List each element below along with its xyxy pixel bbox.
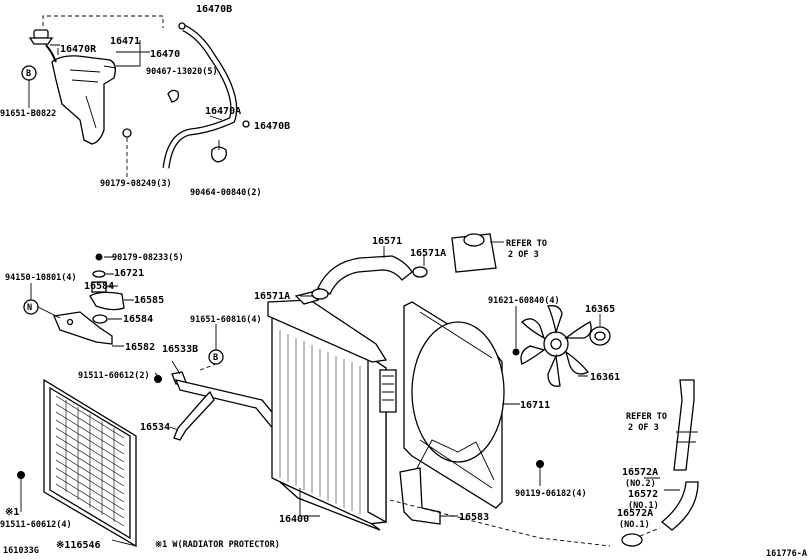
radiator-assembly <box>267 291 397 531</box>
label-refer-top-2: 2 OF 3 <box>508 250 539 260</box>
label-16721: 16721 <box>114 268 144 279</box>
fluid-coupling-16365 <box>589 326 611 346</box>
label-16572: 16572 <box>628 489 658 500</box>
label-16470a: 16470A <box>205 106 241 117</box>
fan-shroud <box>403 301 520 509</box>
figure-id: 161776-A <box>766 549 807 559</box>
label-16534: 16534 <box>140 422 170 433</box>
label-91651-b0822: 91651-B0822 <box>0 109 56 119</box>
label-16470b-top: 16470B <box>196 4 232 15</box>
n-callout-label: N <box>27 303 32 313</box>
reservoir-group: B <box>21 15 250 178</box>
upper-hose-group <box>300 233 504 300</box>
label-90464-00840: 90464-00840(2) <box>190 188 262 198</box>
lower-bracket-16583 <box>399 460 544 525</box>
label-16584-a: 16584 <box>84 281 114 292</box>
label-no1-b: (NO.1) <box>619 520 650 530</box>
label-star1: ※1 <box>5 507 19 518</box>
label-no2: (NO.2) <box>625 479 656 489</box>
label-16470: 16470 <box>150 49 180 60</box>
label-91511-60612-a: 91511-60612(2) <box>78 371 150 381</box>
label-94150-10801: 94150-10801(4) <box>5 273 77 283</box>
fan-16361 <box>520 305 592 387</box>
fan-group <box>512 305 611 387</box>
label-16365: 16365 <box>585 304 615 315</box>
label-91511-60612-b: 91511-60612(4) <box>0 520 72 530</box>
reservoir-cap <box>28 29 54 45</box>
label-116546: ※116546 <box>56 540 101 551</box>
b-callout-mid-label: B <box>213 353 218 363</box>
radiator-protector <box>17 378 137 548</box>
label-90119-06182: 90119-06182(4) <box>515 489 587 499</box>
label-16583: 16583 <box>459 512 489 523</box>
label-16585: 16585 <box>134 295 164 306</box>
bracket-group: N <box>23 253 134 347</box>
label-16711: 16711 <box>520 400 550 411</box>
label-16571a-left: 16571A <box>254 291 290 302</box>
label-16582: 16582 <box>125 342 155 353</box>
label-16584-b: 16584 <box>123 314 153 325</box>
b-callout-top-label: B <box>26 69 31 79</box>
lower-hose-group <box>389 379 699 547</box>
label-16400: 16400 <box>279 514 309 525</box>
label-refer-right-2: 2 OF 3 <box>628 423 659 433</box>
label-16571: 16571 <box>372 236 402 247</box>
label-16471: 16471 <box>110 36 140 47</box>
label-90179-08233: 90179-08233(5) <box>112 253 184 263</box>
label-16533b: 16533B <box>162 344 198 355</box>
label-refer-top-1: REFER TO <box>506 239 547 249</box>
label-16361: 16361 <box>590 372 620 383</box>
label-90179-08249: 90179-08249(3) <box>100 179 172 189</box>
label-16572a-no2: 16572A <box>622 467 658 478</box>
label-16571a-top: 16571A <box>410 248 446 259</box>
label-91651-60816: 91651-60816(4) <box>190 315 262 325</box>
label-no1-a: (NO.1) <box>628 501 659 511</box>
label-90467-13020: 90467-13020(5) <box>146 67 218 77</box>
label-refer-right-1: REFER TO <box>626 412 667 422</box>
label-161033g: 161033G <box>3 546 39 556</box>
label-16572a-no1: 16572A <box>617 508 653 519</box>
label-radiator-protector-note: ※1 W(RADIATOR PROTECTOR) <box>155 540 280 550</box>
reservoir-tank <box>51 55 116 145</box>
label-16470r: 16470R <box>60 44 97 55</box>
label-91621-60840: 91621-60840(4) <box>488 296 560 306</box>
label-16470b-mid: 16470B <box>254 121 290 132</box>
